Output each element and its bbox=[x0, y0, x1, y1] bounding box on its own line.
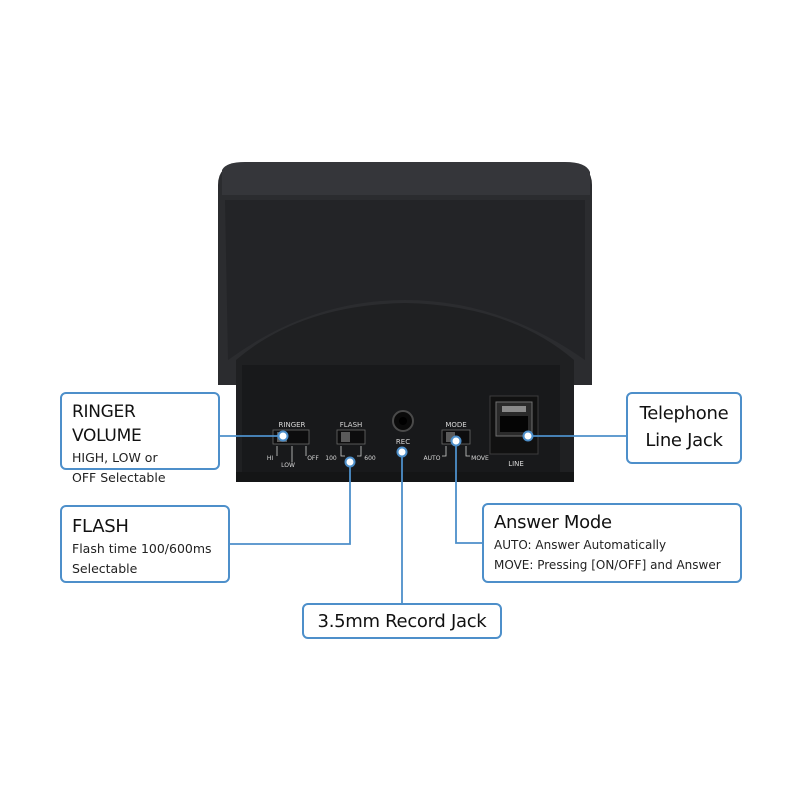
answer-dot bbox=[450, 435, 462, 447]
line-jack-contacts bbox=[502, 406, 526, 412]
flash-600-label: 600 bbox=[364, 455, 376, 462]
ringer-label: RINGER bbox=[279, 421, 306, 429]
record-jack-title: 3.5mm Record Jack bbox=[317, 611, 487, 632]
connector-lines bbox=[220, 435, 626, 603]
ringer-hi-label: HI bbox=[267, 455, 274, 462]
answer-mode-title: Answer Mode bbox=[494, 512, 612, 533]
ringer-volume-title: RINGER VOLUME bbox=[72, 402, 142, 446]
ringer-dot bbox=[277, 430, 289, 442]
mode-switch-knob[interactable] bbox=[446, 432, 455, 442]
callout-ringer-volume: RINGER VOLUME HIGH, LOW or OFF Selectabl… bbox=[60, 392, 220, 485]
flash-title: FLASH bbox=[72, 516, 129, 537]
connector-dots bbox=[277, 430, 534, 468]
line-jack-title-line-2: Line Jack bbox=[645, 430, 723, 451]
flash-desc-line-1: Flash time 100/600ms bbox=[72, 541, 212, 556]
callout-flash: FLASH Flash time 100/600ms Selectable bbox=[60, 505, 230, 583]
device-front-face bbox=[225, 200, 585, 360]
device-top-edge bbox=[222, 162, 590, 195]
answer-mode-desc-line-1: AUTO: Answer Automatically bbox=[494, 538, 667, 552]
flash-desc: Flash time 100/600ms Selectable bbox=[72, 539, 218, 579]
ringer-volume-desc-line-2: OFF Selectable bbox=[72, 470, 166, 485]
line-jack-opening bbox=[500, 416, 528, 432]
ringer-tick-lines bbox=[276, 446, 307, 462]
ringer-volume-desc: HIGH, LOW or OFF Selectable bbox=[72, 448, 208, 488]
mode-label: MODE bbox=[445, 421, 466, 429]
record-jack-hole bbox=[399, 417, 407, 425]
ringer-off-label: OFF bbox=[307, 455, 319, 462]
line-dot bbox=[522, 430, 534, 442]
ringer-low-label: LOW bbox=[281, 462, 295, 469]
rear-panel-bottom bbox=[236, 472, 574, 482]
line-jack-title-line-1: Telephone bbox=[639, 403, 729, 424]
rec-label: REC bbox=[396, 438, 410, 446]
answer-connector bbox=[455, 444, 482, 544]
flash-desc-line-2: Selectable bbox=[72, 561, 138, 576]
callout-answer-mode: Answer Mode AUTO: Answer Automatically M… bbox=[482, 503, 742, 583]
callout-record-jack: 3.5mm Record Jack bbox=[302, 603, 502, 639]
callout-telephone-line-jack: Telephone Line Jack bbox=[626, 392, 742, 464]
mode-move-label: MOVE bbox=[471, 455, 489, 462]
flash-100-label: 100 bbox=[325, 455, 337, 462]
mode-tick-lines bbox=[442, 446, 470, 457]
flash-label: FLASH bbox=[340, 421, 363, 429]
answer-mode-desc-line-2: MOVE: Pressing [ON/OFF] and Answer bbox=[494, 558, 721, 572]
record-dot bbox=[396, 446, 408, 458]
flash-dot bbox=[344, 456, 356, 468]
flash-connector bbox=[230, 466, 351, 545]
ringer-volume-desc-line-1: HIGH, LOW or bbox=[72, 450, 158, 465]
mode-auto-label: AUTO bbox=[424, 455, 441, 462]
answer-mode-desc: AUTO: Answer Automatically MOVE: Pressin… bbox=[494, 535, 730, 575]
line-label: LINE bbox=[508, 460, 524, 468]
flash-tick-lines bbox=[340, 446, 362, 457]
flash-switch-knob[interactable] bbox=[341, 432, 350, 442]
